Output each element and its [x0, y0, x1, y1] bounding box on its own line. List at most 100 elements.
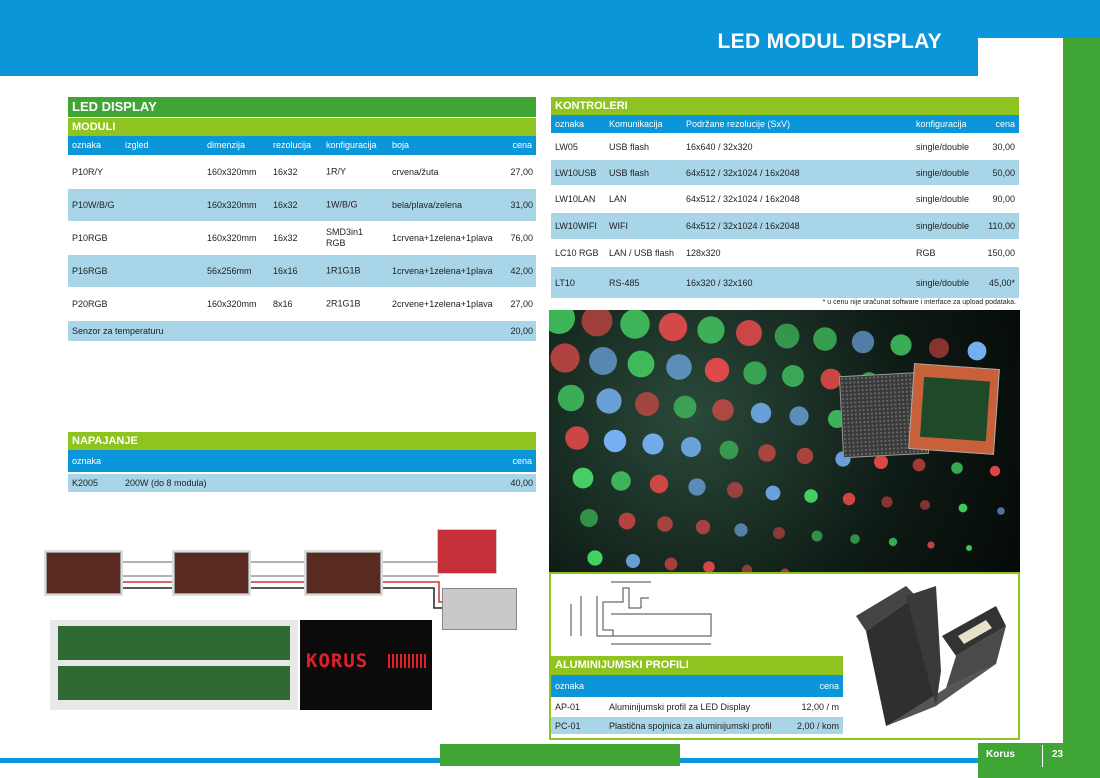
- footer-bg: [0, 763, 1100, 778]
- led-dot: [626, 554, 640, 568]
- led-dot: [773, 527, 785, 539]
- led-module-image: [46, 552, 121, 594]
- led-dot: [557, 384, 585, 412]
- col-oznaka: oznaka: [72, 456, 102, 466]
- cell-rezolucija: 16x32: [273, 200, 298, 210]
- header-bar-right: [978, 0, 1100, 38]
- napajanje-cena: 40,00: [510, 478, 533, 488]
- pcb-photo: [50, 620, 298, 710]
- led-closeup-photo: [549, 310, 1020, 572]
- led-dot: [658, 312, 688, 342]
- profile-drawing: [551, 574, 717, 654]
- cell-konfiguracija: single/double: [916, 141, 970, 152]
- napajanje-oznaka: K2005: [72, 478, 99, 488]
- led-dot: [780, 568, 790, 572]
- led-display-title: LED DISPLAY: [68, 97, 536, 117]
- cell-oznaka: LW10LAN: [555, 194, 596, 204]
- led-dot: [549, 310, 575, 334]
- led-dot: [920, 500, 930, 510]
- led-dot: [666, 354, 692, 380]
- led-dot: [642, 433, 664, 455]
- napajanje-header-row: oznaka cena: [68, 450, 536, 472]
- kontroleri-title: KONTROLERI: [551, 97, 1019, 115]
- led-dot: [635, 392, 659, 416]
- cell-rezolucije: 16x640 / 32x320: [686, 141, 753, 152]
- cell-komunikacija: WIFI: [609, 221, 628, 231]
- napajanje-row: K2005 200W (do 8 modula) 40,00: [68, 474, 536, 492]
- cell-rezolucija: 8x16: [273, 299, 293, 309]
- led-dot: [750, 402, 772, 424]
- cell-komunikacija: USB flash: [609, 167, 650, 178]
- cell-cena: 76,00: [510, 233, 533, 243]
- cell-konfiguracija: single/double: [916, 221, 970, 231]
- sensor-label: Senzor za temperaturu: [72, 326, 164, 336]
- cell-komunikacija: USB flash: [609, 141, 650, 152]
- cell-konfiguracija: SMD3in1 RGB: [326, 227, 364, 248]
- led-dot: [697, 316, 725, 344]
- led-dot: [842, 492, 856, 506]
- cell-komunikacija: LAN / USB flash: [609, 248, 675, 258]
- col-konfiguracija: konfiguracija: [326, 140, 377, 150]
- moduli-subtitle: MODULI: [68, 118, 536, 136]
- controller-board-image: [437, 529, 497, 574]
- led-dot: [850, 534, 860, 544]
- led-dot: [695, 519, 711, 535]
- napajanje-opis: 200W (do 8 modula): [125, 478, 207, 488]
- cell-cena: 90,00: [992, 194, 1015, 204]
- col-komunikacija: Komunikacija: [609, 119, 663, 129]
- led-dot: [881, 496, 893, 508]
- cell-rezolucije: 64x512 / 32x1024 / 16x2048: [686, 167, 800, 178]
- kontroleri-note: * u cenu nije uračunat software i interf…: [822, 299, 1016, 306]
- led-dot: [958, 503, 968, 513]
- cell-dimenzija: 56x256mm: [207, 266, 252, 276]
- col-cena: cena: [512, 140, 532, 150]
- led-dot: [796, 447, 814, 465]
- cell-oznaka: P10R/Y: [72, 167, 104, 177]
- cell-konfiguracija: 1R1G1B: [326, 265, 361, 276]
- col-oznaka: oznaka: [555, 119, 585, 129]
- cell-dimenzija: 160x320mm: [207, 200, 257, 210]
- cell-cena: 110,00: [988, 221, 1015, 231]
- cell-oznaka: LW10WIFI: [555, 221, 597, 231]
- led-dot: [804, 489, 818, 503]
- led-dot: [580, 509, 598, 527]
- cell-boja: crvena/žuta: [392, 167, 439, 177]
- cell-cena: 150,00: [987, 248, 1015, 258]
- led-dot: [572, 467, 594, 489]
- led-dot: [951, 462, 963, 474]
- page-number: 23: [1052, 749, 1064, 760]
- page-title: LED MODUL DISPLAY: [717, 30, 942, 53]
- cell-rezolucija: 16x32: [273, 167, 298, 177]
- led-dot: [704, 357, 730, 383]
- led-dot: [997, 507, 1005, 515]
- table-row: LW10WIFI WIFI 64x512 / 32x1024 / 16x2048 si…: [551, 213, 1019, 239]
- sensor-price: 20,00: [510, 326, 533, 336]
- cell-cena: 27,00: [510, 167, 533, 177]
- cell-konfiguracija: single/double: [916, 194, 970, 204]
- col-oznaka: oznaka: [555, 681, 585, 691]
- moduli-header-row: oznaka izgled dimenzija rezolucija konfi…: [68, 136, 536, 155]
- col-rezolucije: Podržane rezolucije (SxV): [686, 119, 791, 129]
- cell-opis: Aluminijumski profil za LED Display: [609, 702, 751, 712]
- led-dot: [611, 471, 631, 491]
- cell-cena: 45,00*: [988, 277, 1015, 288]
- led-dot: [967, 341, 987, 361]
- led-dot: [596, 388, 622, 414]
- cell-rezolucije: 64x512 / 32x1024 / 16x2048: [686, 221, 800, 231]
- col-konfiguracija: konfiguracija: [916, 119, 967, 129]
- led-dot: [657, 516, 673, 532]
- led-dot: [627, 350, 655, 378]
- cell-rezolucije: 16x320 / 32x160: [686, 277, 753, 288]
- cell-cena: 31,00: [510, 200, 533, 210]
- footer-brand: Korus: [986, 749, 1015, 760]
- led-dot: [712, 399, 734, 421]
- led-display-table: LED DISPLAY MODULI oznaka izgled dimenzi…: [68, 97, 536, 341]
- led-dot: [758, 444, 776, 462]
- led-dot: [649, 474, 669, 494]
- led-dot: [774, 323, 800, 349]
